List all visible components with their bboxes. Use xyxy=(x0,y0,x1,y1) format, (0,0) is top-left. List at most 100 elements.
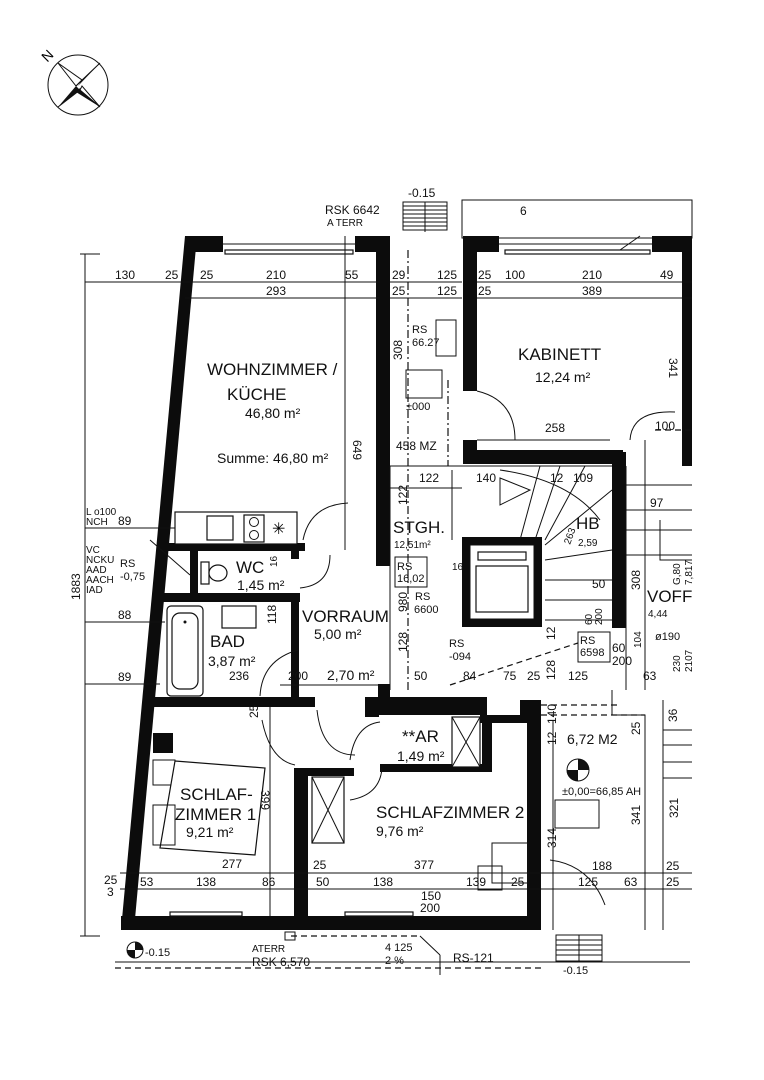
svg-text:25: 25 xyxy=(629,721,643,735)
rs-6600-label: RS xyxy=(415,591,430,603)
g217-label: 7,817 xyxy=(684,560,695,585)
svg-text:118: 118 xyxy=(265,605,279,624)
room-schlafzimmer1-name: SCHLAF- xyxy=(180,785,253,804)
dimension-lines xyxy=(80,253,692,937)
left-note-3: VC xyxy=(86,545,100,556)
svg-text:36: 36 xyxy=(666,708,680,722)
left-note-1: L o100 xyxy=(86,507,117,518)
vorraum-door-swing xyxy=(316,709,356,756)
svg-text:130: 130 xyxy=(115,268,135,282)
washbasin-icon xyxy=(221,605,257,629)
level-000-label: ±000 xyxy=(406,401,430,413)
bed-icon xyxy=(152,759,266,856)
room-stgh-name: STGH. xyxy=(393,518,445,537)
rs-075-label: RS xyxy=(120,558,135,570)
svg-text:293: 293 xyxy=(266,284,286,298)
room-ar-area: 1,49 m² xyxy=(397,748,445,764)
svg-text:89: 89 xyxy=(118,670,132,684)
room-wc-name: WC xyxy=(236,558,264,577)
svg-text:104: 104 xyxy=(633,631,644,648)
svg-text:25: 25 xyxy=(478,268,492,282)
svg-text:3: 3 xyxy=(107,885,114,899)
bottom-right-level-label: -0.15 xyxy=(563,965,588,977)
schlaf2-door-swing xyxy=(349,767,383,801)
svg-text:25: 25 xyxy=(527,669,541,683)
svg-text:25: 25 xyxy=(104,873,118,887)
bad-door-swing xyxy=(259,649,299,697)
room-wohnzimmer-area: 46,80 m² xyxy=(245,405,301,421)
compass-north-label: N xyxy=(38,46,56,64)
room-schlafzimmer1-area: 9,21 m² xyxy=(186,824,234,840)
window-lines xyxy=(169,235,652,917)
svg-text:109: 109 xyxy=(573,471,593,485)
room-kabinett-area: 12,24 m² xyxy=(535,369,591,385)
svg-text:321: 321 xyxy=(667,798,681,818)
svg-text:389: 389 xyxy=(582,284,602,298)
svg-text:200: 200 xyxy=(612,654,632,668)
svg-text:125: 125 xyxy=(568,669,588,683)
svg-text:86: 86 xyxy=(262,875,276,889)
left-note-4: NCKU xyxy=(86,555,114,566)
svg-text:122: 122 xyxy=(396,485,410,505)
rs-6627-label: RS xyxy=(412,324,427,336)
svg-text:16: 16 xyxy=(452,562,464,573)
rs-1602-label: RS xyxy=(397,561,412,573)
svg-text:341: 341 xyxy=(629,805,643,825)
svg-text:12: 12 xyxy=(545,731,559,745)
svg-text:139: 139 xyxy=(466,875,486,889)
svg-text:88: 88 xyxy=(118,608,132,622)
svg-text:63: 63 xyxy=(643,669,657,683)
top-six-label: 6 xyxy=(520,204,527,218)
bottom-aterr-label: ATERR xyxy=(252,944,285,955)
svg-text:50: 50 xyxy=(592,577,606,591)
room-voff-name: VOFF xyxy=(647,587,692,606)
svg-text:125: 125 xyxy=(578,875,598,889)
svg-text:55: 55 xyxy=(345,268,359,282)
svg-text:122: 122 xyxy=(419,471,439,485)
svg-text:84: 84 xyxy=(463,669,477,683)
svg-text:25: 25 xyxy=(392,284,406,298)
room-schlafzimmer1-name-2: ZIMMER 1 xyxy=(175,805,256,824)
svg-text:236: 236 xyxy=(229,669,249,683)
ar-cabinet-icon xyxy=(451,716,481,768)
left-note-5: AAD xyxy=(86,565,107,576)
left-note-7: IAD xyxy=(86,585,103,596)
svg-text:63: 63 xyxy=(624,875,638,889)
rs-6600-value: 6600 xyxy=(414,604,438,616)
rs-6598-value: 6598 xyxy=(580,647,604,659)
svg-text:25: 25 xyxy=(478,284,492,298)
svg-text:138: 138 xyxy=(196,875,216,889)
svg-text:649: 649 xyxy=(350,440,364,460)
svg-text:25: 25 xyxy=(313,858,327,872)
bottom-slope-label: 4 125 xyxy=(385,942,413,954)
svg-text:100: 100 xyxy=(655,419,675,433)
svg-text:128: 128 xyxy=(396,632,410,652)
svg-text:29: 29 xyxy=(392,268,406,282)
rs-094-value: -094 xyxy=(449,651,471,663)
stove-icon xyxy=(243,514,265,543)
room-wohnzimmer-name: WOHNZIMMER / xyxy=(207,360,338,379)
room-terrace-area: 6,72 M2 xyxy=(567,731,618,747)
room-terrace-level: ±0,00=66,85 AH xyxy=(562,786,641,798)
svg-text:150: 150 xyxy=(421,889,441,903)
svg-text:60: 60 xyxy=(612,641,626,655)
svg-text:60: 60 xyxy=(584,613,595,625)
svg-text:49: 49 xyxy=(660,268,674,282)
room-vorraum-area: 5,00 m² xyxy=(314,626,362,642)
svg-text:100: 100 xyxy=(505,268,525,282)
svg-text:25: 25 xyxy=(666,875,680,889)
rs-094-label: RS xyxy=(449,638,464,650)
level-marker-icon xyxy=(566,758,590,782)
kitchen-counter: ✳ xyxy=(174,511,298,545)
svg-text:210: 210 xyxy=(266,268,286,282)
bottom-rsk-label: RSK 6,570 xyxy=(252,955,310,969)
rs-075-value: -0,75 xyxy=(120,571,145,583)
sink-icon xyxy=(206,515,234,541)
ar-door-swing xyxy=(349,721,381,761)
top-rsk-label: RSK 6642 xyxy=(325,203,380,217)
room-schlafzimmer2-area: 9,76 m² xyxy=(376,823,424,839)
mz-label: 458 MZ xyxy=(396,439,437,453)
svg-text:125: 125 xyxy=(437,268,457,282)
svg-text:138: 138 xyxy=(373,875,393,889)
